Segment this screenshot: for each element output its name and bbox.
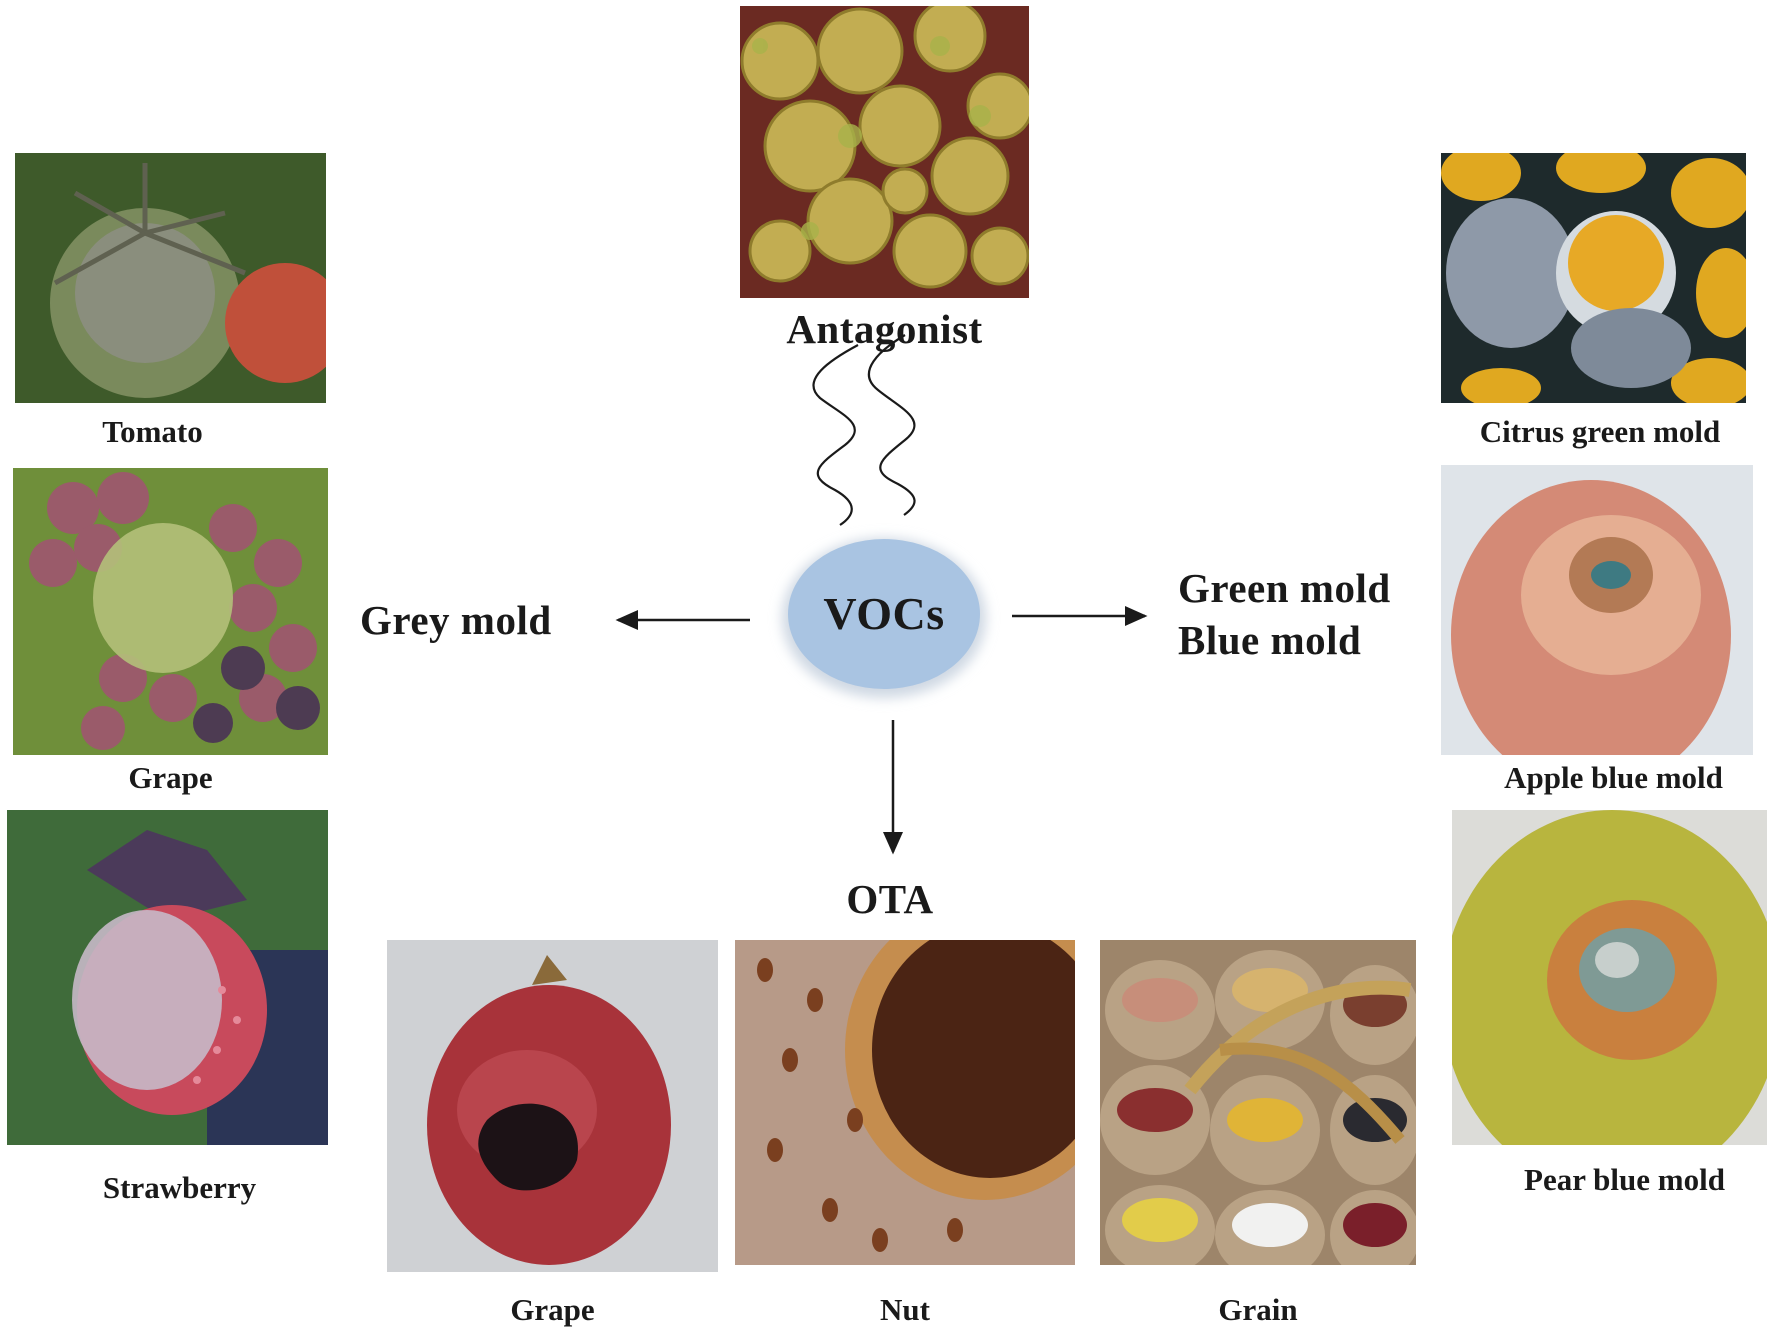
citrus-label: Citrus green mold — [1479, 414, 1721, 449]
blue-mold-label: Blue mold — [1178, 617, 1362, 663]
grape-ota-image — [387, 940, 718, 1272]
strawberry-label: Strawberry — [102, 1170, 257, 1205]
apple-image — [1441, 465, 1753, 755]
grey-mold-label: Grey mold — [360, 597, 552, 643]
volatile-wave-lines — [812, 334, 916, 526]
wave-line-2 — [867, 334, 916, 516]
citrus-image — [1441, 153, 1746, 403]
ota-label: OTA — [846, 876, 934, 922]
tomato-image — [15, 153, 326, 403]
antagonist-image — [740, 6, 1029, 298]
tomato-label: Tomato — [102, 414, 203, 449]
wave-line-1 — [812, 344, 859, 526]
grape-mold-image — [13, 468, 328, 755]
nut-image — [735, 940, 1075, 1265]
green-mold-label: Green mold — [1178, 565, 1391, 611]
nut-label: Nut — [880, 1292, 930, 1327]
grain-label: Grain — [1218, 1292, 1298, 1327]
pear-label: Pear blue mold — [1524, 1162, 1725, 1197]
apple-label: Apple blue mold — [1504, 760, 1723, 795]
grain-image — [1100, 940, 1416, 1265]
center-label: VOCs — [823, 588, 945, 639]
pear-image — [1452, 810, 1767, 1145]
grape-mold-label: Grape — [128, 760, 213, 795]
antagonist-label: Antagonist — [786, 306, 983, 352]
strawberry-image — [7, 810, 328, 1145]
grape-ota-label: Grape — [510, 1292, 595, 1327]
